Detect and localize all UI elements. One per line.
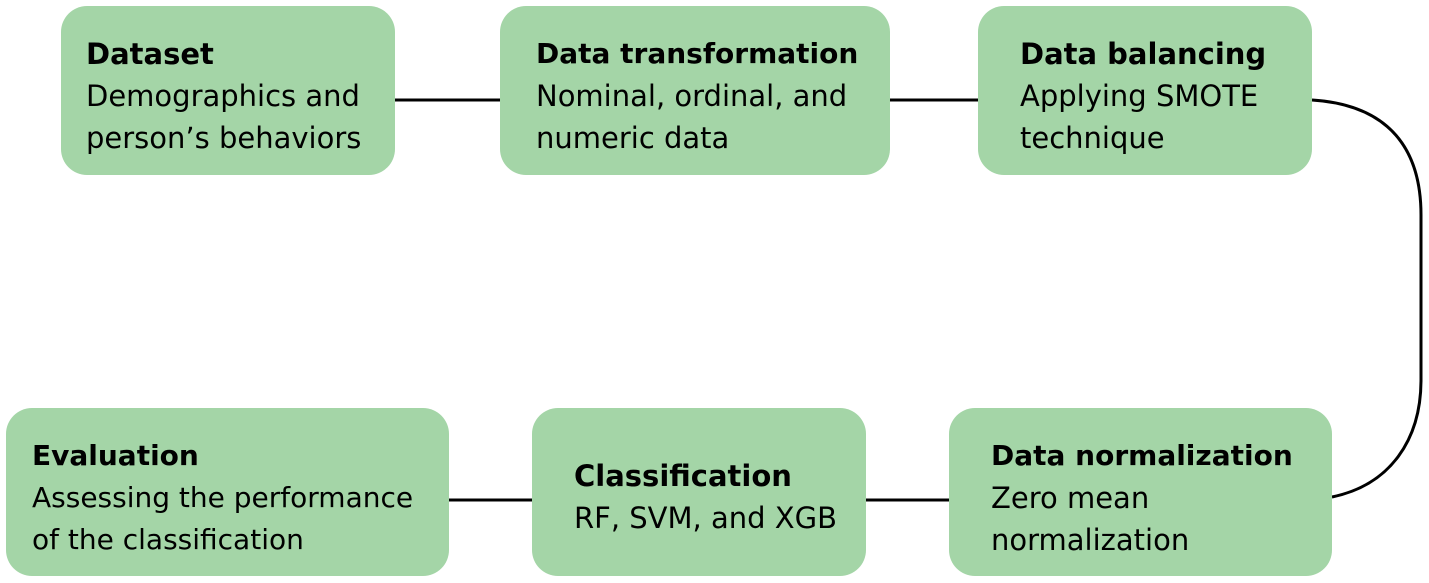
step-data-transformation: Data transformation Nominal, ordinal, an… [500, 6, 890, 175]
step-classification: Classification RF, SVM, and XGB [532, 408, 866, 576]
step-title: Evaluation [32, 439, 199, 472]
connector-balancing-normalization [1311, 98, 1423, 499]
step-title: Data normalization [991, 439, 1293, 472]
step-data-balancing: Data balancing Applying SMOTE technique [978, 6, 1312, 175]
step-description: Nominal, ordinal, and numeric data [536, 79, 848, 155]
step-description: Demographics and person’s behaviors [86, 79, 362, 155]
step-description: Applying SMOTE technique [1020, 79, 1259, 155]
step-description: RF, SVM, and XGB [574, 501, 837, 535]
step-description: Zero mean normalization [991, 481, 1190, 557]
step-dataset: Dataset Demographics and person’s behavi… [61, 6, 395, 175]
step-title: Data balancing [1020, 37, 1267, 71]
step-title: Classification [574, 459, 792, 493]
step-title: Data transformation [536, 37, 859, 70]
step-title: Dataset [86, 37, 214, 71]
step-data-normalization: Data normalization Zero mean normalizati… [949, 408, 1332, 576]
step-description: Assessing the performance of the classif… [32, 481, 414, 556]
step-evaluation: Evaluation Assessing the performance of … [6, 408, 449, 576]
